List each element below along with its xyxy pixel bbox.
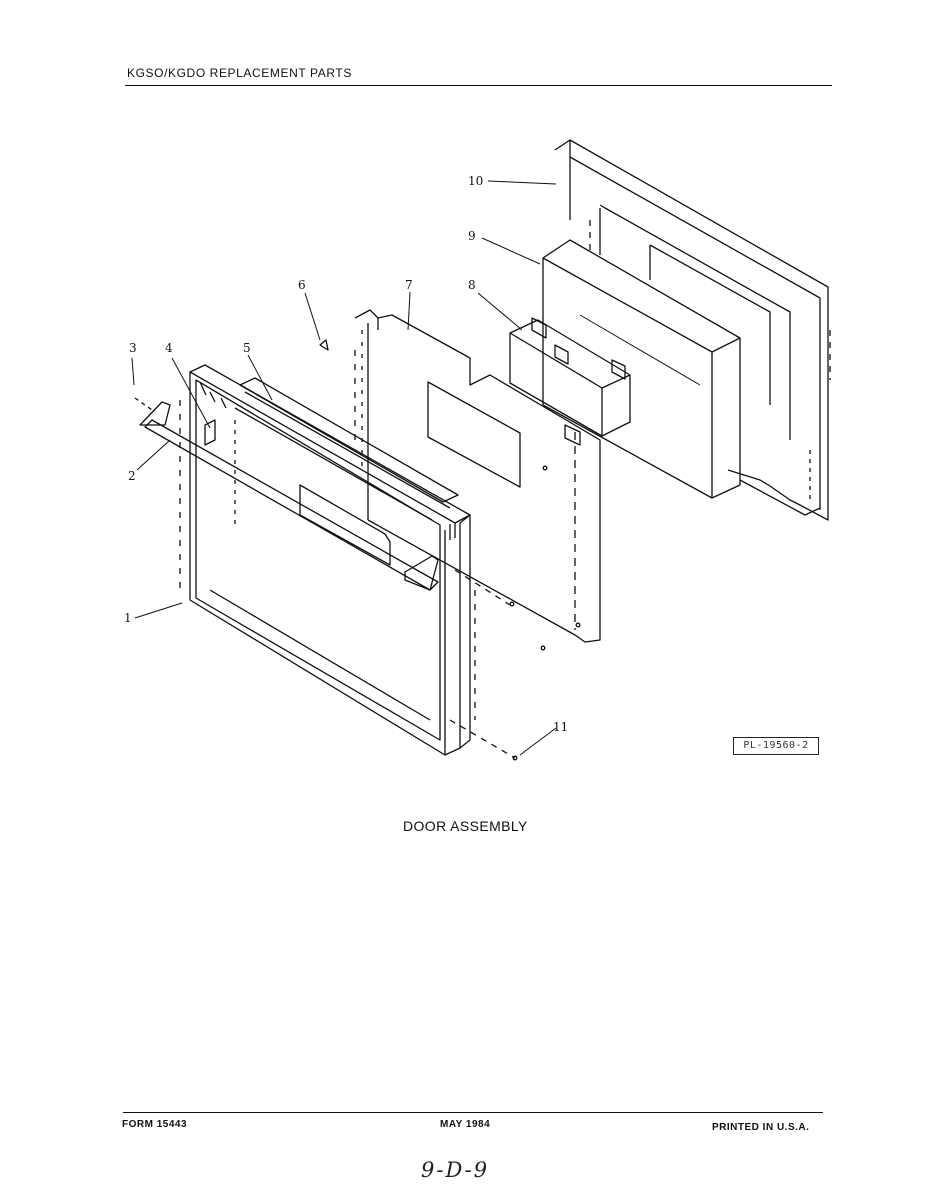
callout-3: 3	[129, 341, 137, 355]
part-5-top-trim	[239, 377, 459, 509]
callout-8: 8	[468, 278, 476, 292]
callout-7: 7	[405, 278, 413, 292]
part-9-insulation	[542, 239, 741, 499]
part-11-screws	[449, 569, 546, 761]
callout-6: 6	[298, 278, 306, 292]
header-rule	[125, 85, 832, 86]
callout-4: 4	[165, 341, 173, 355]
part-2-handle	[134, 397, 439, 591]
part-6-clip	[319, 339, 329, 351]
callout-9: 9	[468, 229, 476, 243]
part-7-door-liner	[354, 309, 601, 643]
plate-number: PL-19560-2	[733, 737, 819, 755]
part-1-outer-door	[179, 364, 471, 756]
footer-printed: PRINTED IN U.S.A.	[712, 1122, 810, 1133]
callout-5: 5	[243, 341, 251, 355]
diagram-caption: DOOR ASSEMBLY	[403, 818, 528, 834]
part-10-inner-panel	[554, 139, 831, 521]
callout-11: 11	[553, 720, 568, 734]
page-mark: 9-D-9	[421, 1158, 490, 1182]
footer-form: FORM 15443	[122, 1119, 188, 1130]
footer-rule	[123, 1112, 823, 1113]
footer-date: MAY 1984	[440, 1119, 491, 1130]
page-header-title: KGSO/KGDO REPLACEMENT PARTS	[127, 66, 352, 80]
callout-10: 10	[468, 174, 483, 188]
callout-2: 2	[128, 469, 136, 483]
callout-1: 1	[124, 611, 132, 625]
part-8-baffle	[509, 317, 631, 437]
